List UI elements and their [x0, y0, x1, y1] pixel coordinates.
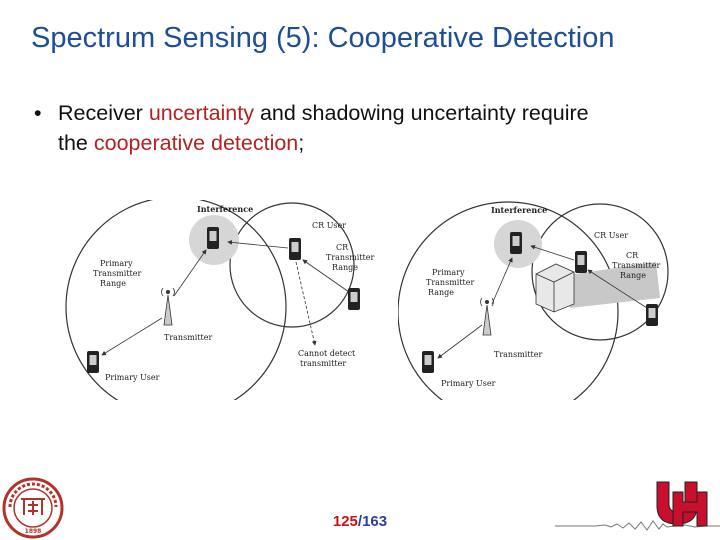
- building-obstacle-icon: [535, 263, 575, 313]
- label-cr-range-2: Transmitter: [326, 253, 374, 262]
- label-transmitter: Transmitter: [164, 333, 212, 342]
- cr-user-device-icon: [575, 251, 587, 273]
- bullet-dot: •: [34, 101, 42, 125]
- arrow-cr-to-interference: [227, 240, 289, 249]
- label-cannot-detect-2: transmitter: [300, 359, 346, 368]
- interference-device-icon: [207, 227, 219, 249]
- label-primary-range-1: Primary: [100, 259, 133, 268]
- page-separator: /: [357, 513, 363, 530]
- bullet-uncertainty: uncertainty: [148, 101, 254, 125]
- arrow-tx-to-primary-user: [437, 324, 483, 359]
- waveform-line: [555, 520, 720, 531]
- page-number: 125/163: [0, 513, 720, 530]
- label-interference: Interference: [197, 204, 253, 214]
- arrow-tx-to-cr: [173, 249, 207, 297]
- cr-user-2-device-icon: [646, 304, 658, 326]
- uh-letters: [656, 481, 708, 527]
- bullet-t4: the: [58, 131, 94, 155]
- label-cr-range-1: CR: [626, 251, 639, 260]
- cr-range-circle: [531, 203, 669, 341]
- bullet-line-2: the cooperative detection;: [34, 128, 674, 158]
- label-cr-range-3: Range: [620, 271, 646, 280]
- label-primary-range-2: Transmitter: [426, 278, 474, 287]
- page-current: 125: [332, 513, 358, 530]
- arrow-cr2-to-cr: [587, 269, 648, 309]
- cr-user-2-device-icon: [348, 288, 360, 310]
- slide-title: Spectrum Sensing (5): Cooperative Detect…: [31, 22, 615, 54]
- label-cr-range-3: Range: [332, 263, 358, 272]
- primary-user-device-icon: [87, 351, 99, 373]
- page-total: 163: [362, 513, 388, 530]
- label-cr-range-2: Transmitter: [612, 261, 660, 270]
- label-primary-user: Primary User: [105, 373, 160, 382]
- label-primary-range-3: Range: [428, 288, 454, 297]
- diagram-right: Interference CR User CR Transmitter Rang…: [398, 201, 669, 400]
- transmitter-tower-icon: [480, 297, 494, 336]
- transmitter-tower-icon: [161, 287, 175, 326]
- label-primary-range-3: Range: [100, 279, 126, 288]
- primary-range-circle: [398, 201, 619, 400]
- peking-university-seal-icon: 1898: [2, 477, 64, 539]
- arrow-cr-to-interference: [530, 244, 575, 261]
- uh-logo-icon: [555, 481, 720, 531]
- label-cr-range-1: CR: [336, 243, 349, 252]
- label-cr-user: CR User: [594, 231, 628, 240]
- bullet-t1: Receiver: [58, 101, 149, 125]
- label-primary-range-1: Primary: [432, 268, 465, 277]
- label-primary-user: Primary User: [441, 379, 496, 388]
- arrow-cannot-detect: [295, 261, 317, 346]
- bullet-t6: ;: [298, 131, 305, 155]
- label-transmitter: Transmitter: [494, 350, 542, 359]
- label-cannot-detect-1: Cannot detect: [298, 349, 356, 358]
- primary-user-device-icon: [422, 351, 434, 373]
- arrow-tx-to-primary-user: [101, 317, 163, 356]
- label-cr-user: CR User: [312, 221, 346, 230]
- bullet-cooperative-detection: cooperative detection: [93, 131, 299, 155]
- cr-range-circle: [229, 202, 355, 328]
- interference-device-icon: [510, 232, 522, 254]
- bullet-t3: and shadowing uncertainty require: [253, 101, 589, 125]
- bullet-text: • Receiver uncertainty and shadowing unce…: [34, 98, 674, 158]
- primary-range-circle: [65, 200, 287, 400]
- diagram-left: Interference CR User CR Transmitter Rang…: [65, 200, 374, 400]
- label-interference: Interference: [491, 205, 547, 215]
- seal-year: 1898: [25, 528, 42, 535]
- cr-user-device-icon: [289, 238, 301, 260]
- label-primary-range-2: Transmitter: [93, 269, 141, 278]
- arrow-cr2-to-cr: [302, 259, 350, 293]
- arrow-tx-to-interference: [491, 257, 513, 305]
